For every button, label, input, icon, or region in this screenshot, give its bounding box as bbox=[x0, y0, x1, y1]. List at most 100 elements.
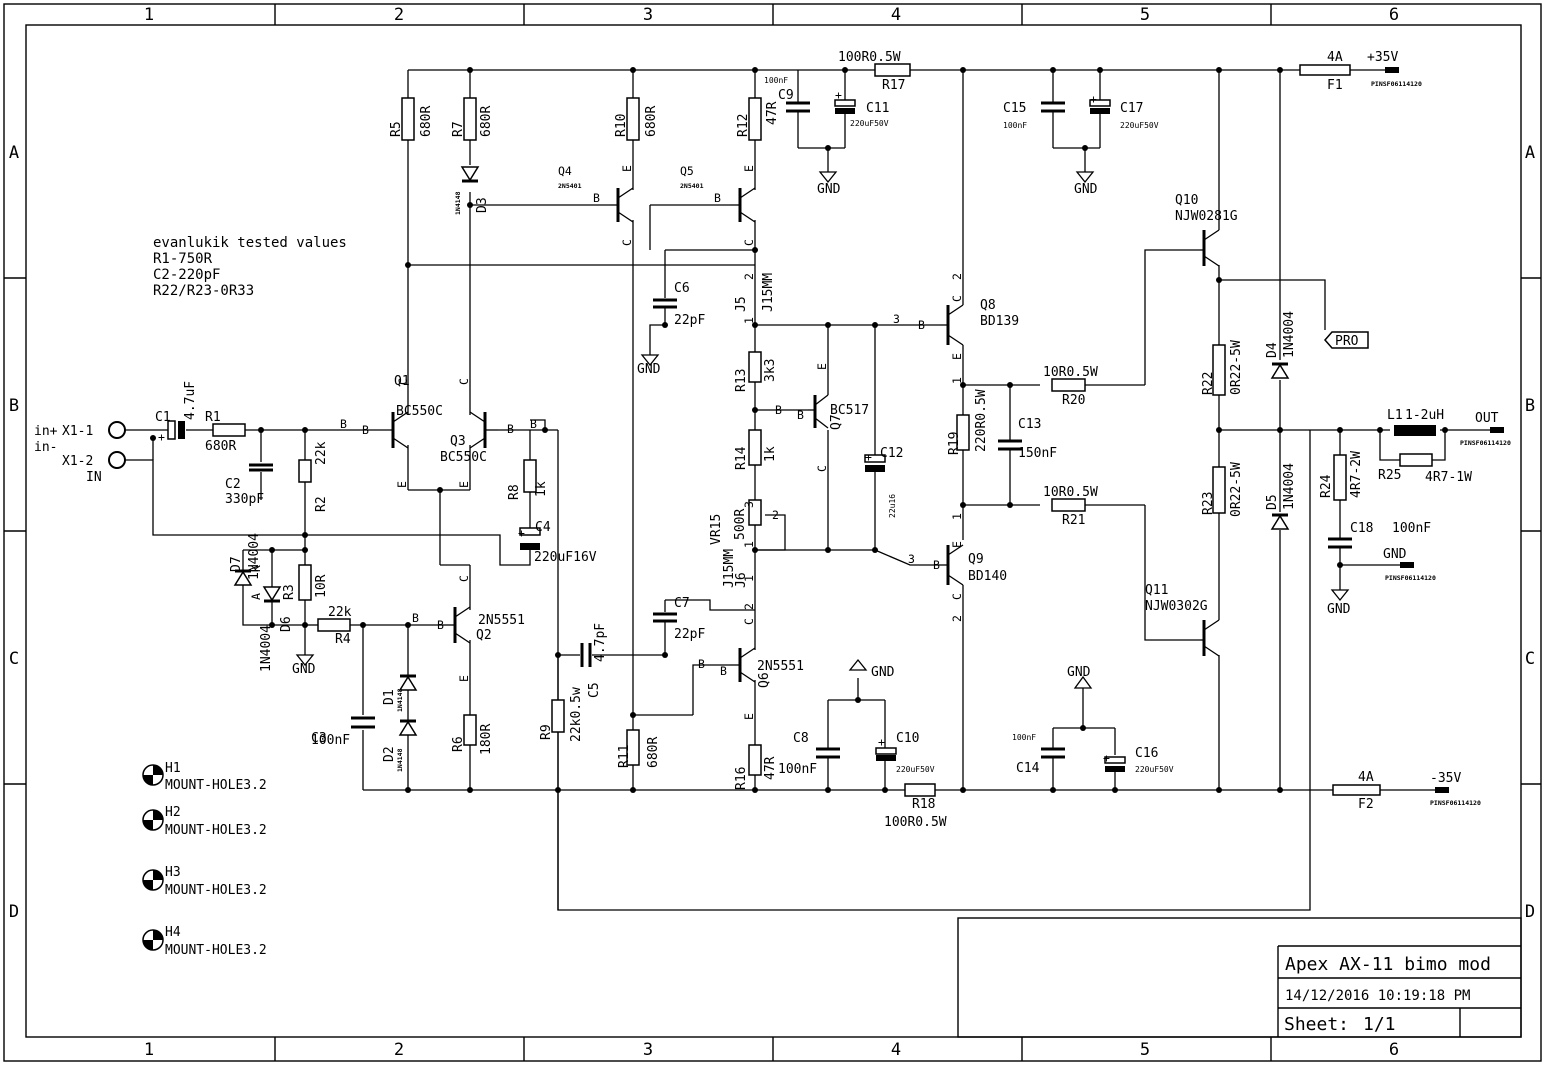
capacitor-C6 bbox=[653, 298, 677, 309]
resistor-R24 bbox=[1333, 454, 1347, 501]
diode-D5 bbox=[1270, 513, 1290, 530]
pin-3: 3 bbox=[742, 501, 756, 508]
value-label: 220uF50V bbox=[1135, 765, 1174, 774]
title-datetime: 14/12/2016 10:19:18 PM bbox=[1285, 988, 1470, 1004]
value-label: 680R bbox=[205, 439, 236, 454]
value-label: 680R bbox=[479, 106, 494, 137]
ref-label: R22 bbox=[1201, 372, 1216, 395]
pin-c: C bbox=[457, 575, 471, 582]
value-label: 100nF bbox=[1392, 521, 1431, 536]
gnd-symbol-c17 bbox=[1075, 171, 1095, 184]
value-label: 22pF bbox=[674, 627, 705, 642]
value-label: 47R bbox=[763, 756, 778, 780]
resistor-R2 bbox=[298, 459, 312, 483]
ref-label: R20 bbox=[1062, 393, 1085, 408]
ref-label: R18 bbox=[912, 797, 935, 812]
pin-1: 1 bbox=[742, 317, 756, 324]
ref-label: C6 bbox=[674, 281, 690, 296]
terminal-gnd bbox=[1400, 562, 1414, 568]
ref-label: R19 bbox=[947, 432, 962, 455]
value-label: 2N5401 bbox=[558, 182, 582, 190]
value-label: 1N4004 bbox=[1282, 463, 1297, 510]
transistor-Q2 bbox=[453, 606, 471, 644]
ref-label: Q2 bbox=[476, 628, 492, 643]
value-label: J15MM bbox=[761, 273, 776, 312]
note-heading: evanlukik tested values bbox=[153, 235, 347, 251]
mount-hole-labels: H1 MOUNT-HOLE3.2 H2 MOUNT-HOLE3.2 H3 MOU… bbox=[165, 761, 267, 958]
pin-1: 1 bbox=[742, 575, 756, 582]
ref-label: C1 bbox=[155, 410, 171, 425]
pin-b: B bbox=[933, 558, 940, 572]
pin-e: E bbox=[950, 541, 964, 548]
row-label: B bbox=[9, 396, 19, 416]
pin-plus: + bbox=[865, 450, 872, 464]
resistor-R20 bbox=[1051, 378, 1086, 392]
mh-ref: H2 bbox=[165, 805, 181, 820]
capacitor-C11 bbox=[834, 99, 856, 114]
resistor-R6 bbox=[463, 714, 477, 746]
sheet-label: Sheet: bbox=[1284, 1014, 1349, 1035]
ref-label: D5 bbox=[1265, 494, 1280, 510]
pin-b: B bbox=[593, 191, 600, 205]
capacitor-C9 bbox=[786, 101, 810, 113]
pin-2: 2 bbox=[742, 603, 756, 610]
capacitor-C16 bbox=[1104, 756, 1126, 772]
value-label: 22pF bbox=[674, 313, 705, 328]
value-label: 10R0.5W bbox=[1043, 365, 1098, 380]
pin-plus: + bbox=[1090, 92, 1097, 106]
ref-label: C18 bbox=[1350, 521, 1373, 536]
ref-label: R6 bbox=[451, 736, 466, 752]
mh-value: MOUNT-HOLE3.2 bbox=[165, 943, 267, 958]
ref-label: R3 bbox=[282, 584, 297, 600]
pin-c: C bbox=[815, 465, 829, 472]
ref-label: R13 bbox=[734, 369, 749, 392]
capacitor-C8 bbox=[816, 747, 840, 759]
ref-label: J6 bbox=[734, 572, 749, 588]
row-label: C bbox=[1525, 649, 1535, 669]
pin-b: B bbox=[698, 657, 705, 671]
pin-part: PINSF06114120 bbox=[1430, 799, 1481, 807]
gnd-symbol-c14 bbox=[1073, 675, 1093, 689]
pin-b: B bbox=[362, 423, 369, 437]
drawing-frame bbox=[3, 3, 1542, 1062]
pin-plus: + bbox=[835, 88, 842, 102]
row-label: D bbox=[9, 902, 19, 922]
ref-label: Q4 bbox=[558, 164, 572, 178]
capacitor-C10 bbox=[875, 747, 897, 761]
capacitor-C2 bbox=[249, 463, 273, 472]
resistor-R5 bbox=[401, 97, 415, 141]
pin-b: B bbox=[412, 611, 419, 625]
gnd-label: GND bbox=[1067, 665, 1091, 680]
value-label: 100nF bbox=[764, 76, 788, 85]
mh-ref: H3 bbox=[165, 865, 181, 880]
gnd-symbol-c6 bbox=[640, 354, 660, 367]
value-label: 100nF bbox=[778, 762, 817, 777]
col-label: 2 bbox=[394, 5, 404, 25]
mh-value: MOUNT-HOLE3.2 bbox=[165, 778, 267, 793]
value-label: 2N5401 bbox=[680, 182, 704, 190]
ref-label: D1 bbox=[382, 689, 397, 705]
resistor-R25 bbox=[1399, 453, 1433, 467]
row-label: A bbox=[9, 143, 19, 163]
value-label: 1k bbox=[534, 481, 549, 497]
pin-1: 1 bbox=[950, 513, 964, 520]
value-label: 1k bbox=[763, 446, 778, 462]
ref-label: C7 bbox=[674, 596, 690, 611]
diode-D2 bbox=[398, 719, 418, 736]
value-label: 220uF50V bbox=[850, 119, 889, 128]
resistor-R13 bbox=[748, 351, 762, 383]
capacitor-C1 bbox=[167, 420, 185, 440]
gnd-label: GND bbox=[292, 662, 316, 677]
resistor-R8 bbox=[523, 459, 537, 493]
pin-c: C bbox=[950, 593, 964, 600]
value-label: 1N4004 bbox=[247, 533, 262, 580]
row-label: A bbox=[1525, 143, 1535, 163]
gnd-label: GND bbox=[1074, 182, 1098, 197]
value-label: 22k0.5w bbox=[569, 687, 584, 742]
value-label: BC550C bbox=[440, 450, 487, 465]
resistor-R10 bbox=[626, 97, 640, 141]
col-label: 3 bbox=[643, 5, 653, 25]
resistor-R9 bbox=[551, 699, 565, 733]
capacitor-C7 bbox=[653, 612, 677, 623]
ref-label: R21 bbox=[1062, 513, 1085, 528]
